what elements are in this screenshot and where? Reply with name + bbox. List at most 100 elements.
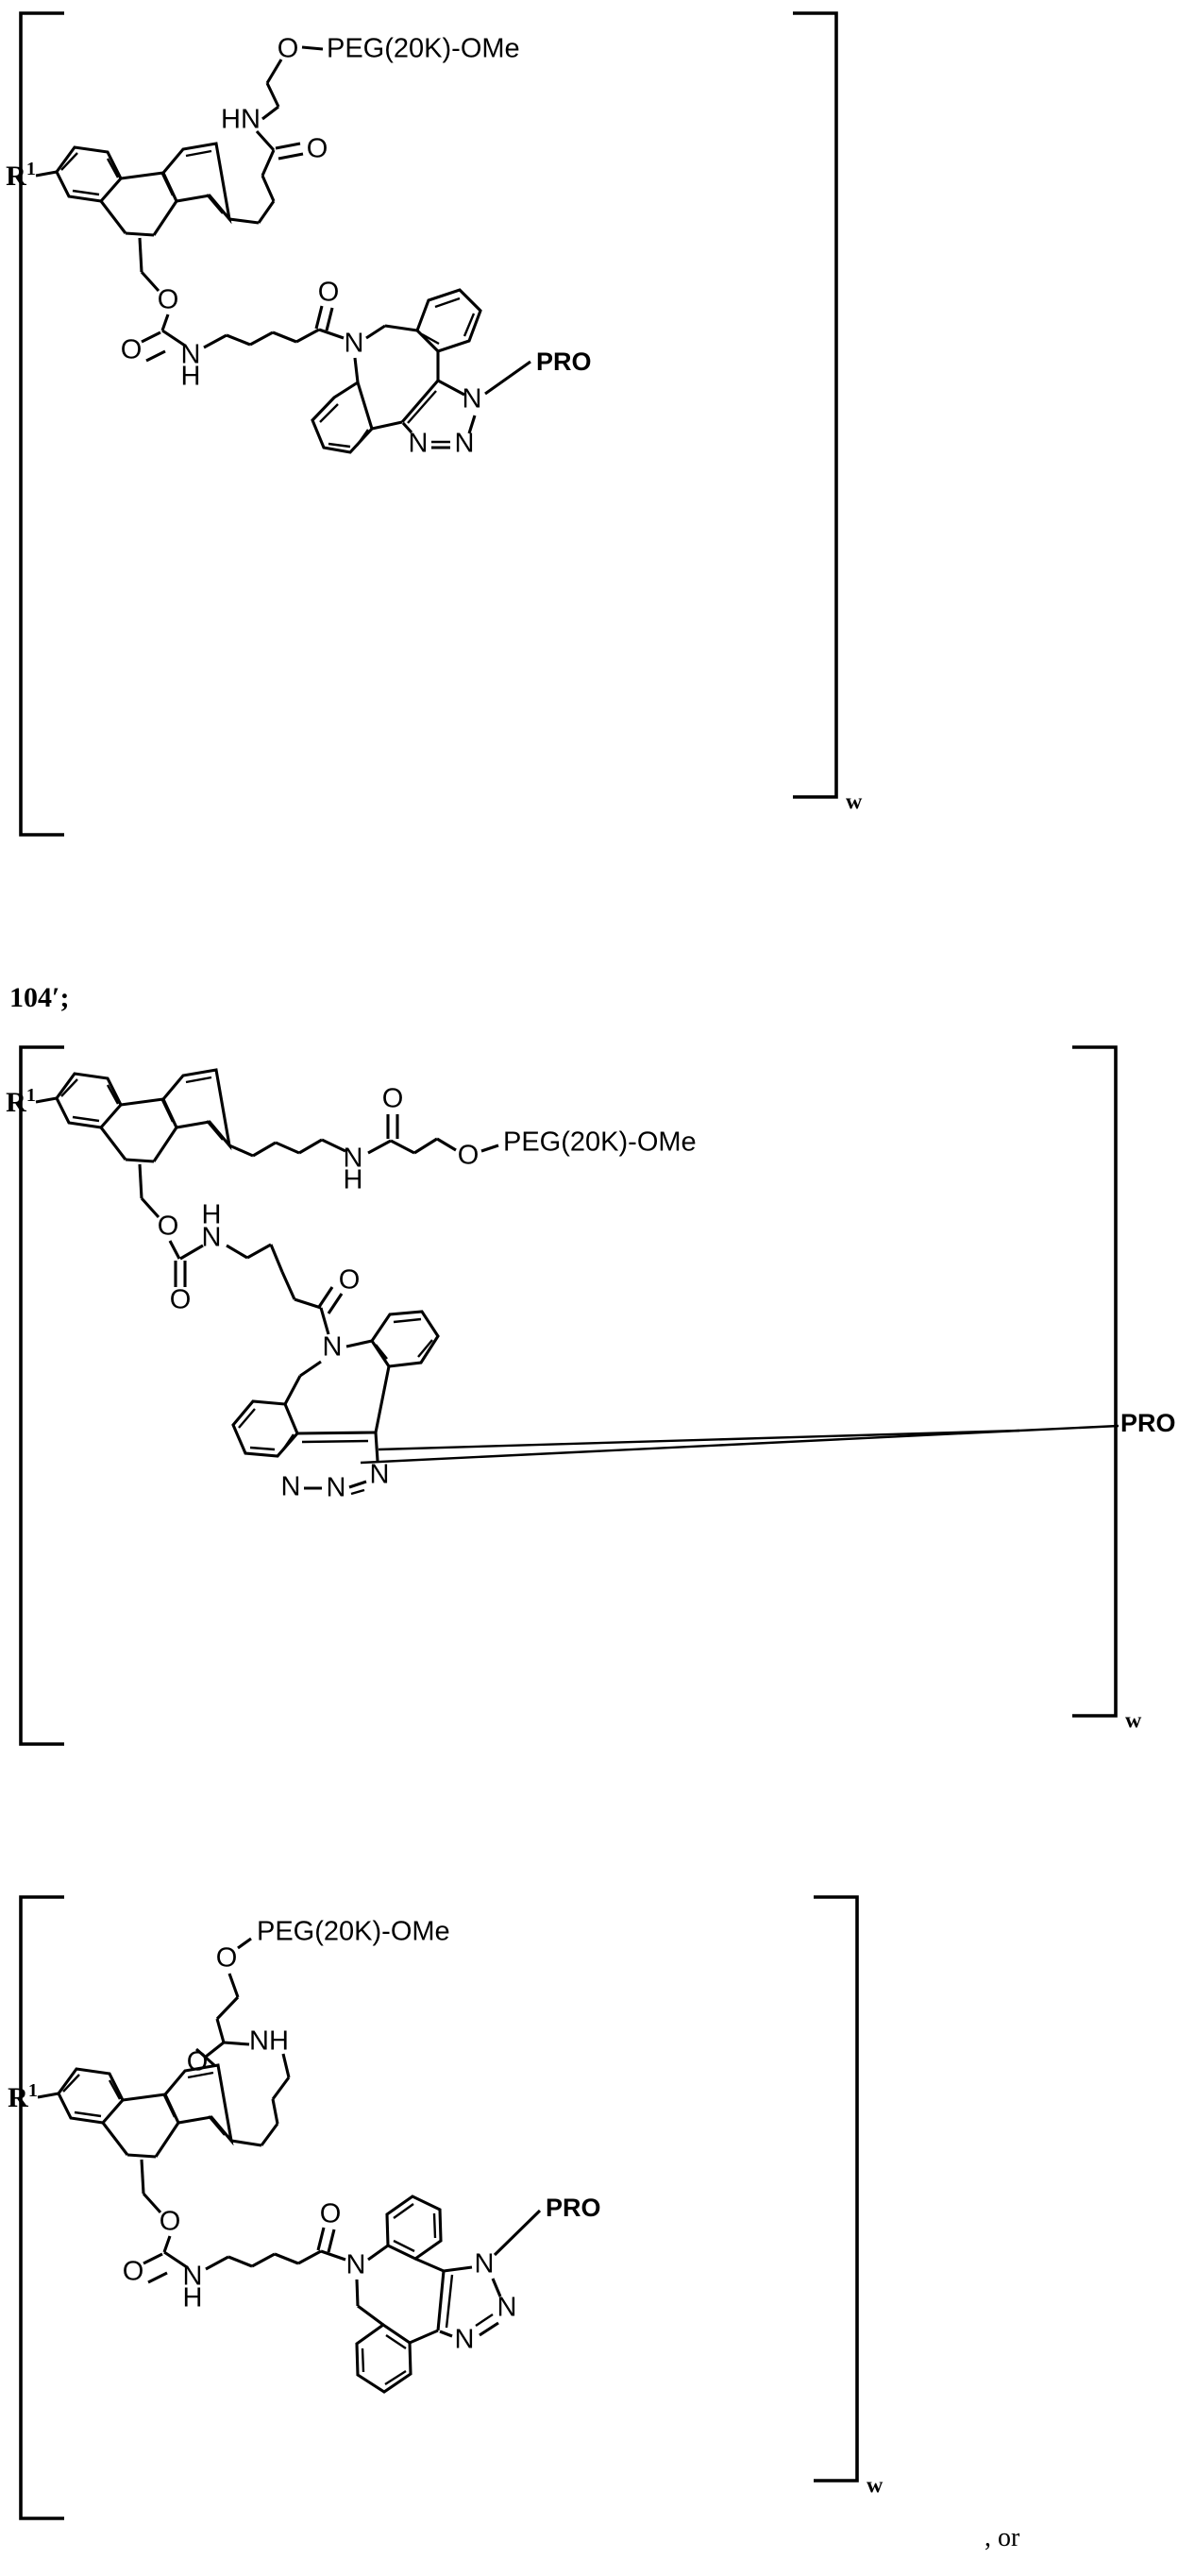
fluorene-right-inner-3 xyxy=(185,149,212,158)
f2-c9 xyxy=(125,1158,155,1163)
b3-prop-2 xyxy=(215,1995,240,2021)
carbamate-oxygen-double: O xyxy=(121,335,143,365)
left-bracket xyxy=(19,11,64,837)
b2-pent-5 xyxy=(294,1297,322,1310)
b2-long-bond-pro-upper xyxy=(378,1429,1020,1451)
carbamate-nitrogen: N xyxy=(181,340,201,370)
bond-c-o-2 xyxy=(278,152,304,161)
bond-r1-2 xyxy=(35,1096,58,1104)
b3-n3-c xyxy=(439,2330,453,2338)
bond-ch2-o2 xyxy=(140,270,160,293)
b2-alkene-right xyxy=(374,1365,391,1433)
d3u-1 xyxy=(393,2203,414,2219)
b3-chain-4 xyxy=(260,2123,279,2146)
d2u-3 xyxy=(375,1344,388,1360)
triazole-n1: N xyxy=(463,384,482,415)
dbco-lower-inner-1 xyxy=(319,403,339,423)
dbco3-lower-benzo xyxy=(355,2323,412,2394)
f3-ri-3 xyxy=(187,2071,214,2079)
f3-fus-top xyxy=(122,2093,166,2102)
b2-n1-n2-inner xyxy=(350,1488,365,1496)
b2-n-ch2 xyxy=(299,1360,322,1378)
amide-hn-label: HN xyxy=(221,105,261,135)
f2-fus-right xyxy=(152,1127,178,1162)
b3-n2-n3 xyxy=(479,2321,499,2337)
b3-pent-3 xyxy=(251,2252,276,2268)
b3-n1-pro xyxy=(493,2209,542,2257)
f3-fus-right xyxy=(154,2122,180,2158)
b2-alkene-c-c xyxy=(296,1431,377,1435)
chemical-structure-1: w O PEG(20K)-OMe HN O xyxy=(0,0,1195,850)
b2-c-n1 xyxy=(374,1432,379,1462)
b3-chain-5 xyxy=(230,2139,262,2147)
triazole-n2: N xyxy=(455,429,475,459)
b3-n1-n2 xyxy=(491,2278,502,2297)
b2-ket-1 xyxy=(317,1286,334,1308)
dbco-upper-inner-1 xyxy=(434,297,461,309)
oxygen-atom-peg: O xyxy=(278,34,299,64)
pro-label-3: PRO xyxy=(546,2194,601,2222)
triazole3-n1: N xyxy=(475,2249,495,2279)
b2-ch2-o xyxy=(140,1196,160,1219)
bond-pentyl-3 xyxy=(249,330,274,347)
carbamate2-nitrogen: N xyxy=(202,1223,222,1253)
structure-1-caption: 104′; xyxy=(9,982,70,1013)
right-bracket xyxy=(793,11,838,799)
peg3-oxygen: O xyxy=(216,1943,238,1974)
b3-c-n xyxy=(163,2250,188,2269)
b2-ch2-ar xyxy=(283,1375,302,1405)
f3-ri-2 xyxy=(162,2094,177,2118)
triazole2-n3: N xyxy=(281,1472,301,1502)
f2-li-3 xyxy=(106,1084,120,1105)
f3-c9 xyxy=(126,2153,157,2159)
bond-triazole-n1-n2 xyxy=(467,415,477,434)
b3-c-n1 xyxy=(443,2265,473,2273)
amide2-nitrogen: N xyxy=(344,1144,363,1174)
bond-peg-ch2-b xyxy=(265,82,280,108)
right-bracket-3 xyxy=(814,1895,859,2483)
d2l-1 xyxy=(238,1408,256,1429)
subscript-w: w xyxy=(846,790,863,815)
carbamate-nh-hydrogen: H xyxy=(181,362,201,392)
d3l-3 xyxy=(385,2334,407,2349)
b3-acyl-n xyxy=(320,2249,346,2262)
chemical-structure-3: w PEG(20K)-OMe O O NH xyxy=(0,1884,1195,2545)
f2-fus-top xyxy=(120,1097,164,1107)
bond-n-carbonyl xyxy=(255,129,276,152)
bond-carbamate-c-n xyxy=(161,329,186,347)
amide2-hydrogen: H xyxy=(344,1165,363,1195)
b2-chain-1 xyxy=(228,1144,254,1158)
bond-dbco-n-ch2 xyxy=(365,324,386,340)
b3-n-ar xyxy=(367,2244,389,2262)
fluorene-left-inner-3 xyxy=(106,158,120,178)
r-group-label-3: R1 xyxy=(8,2080,38,2113)
bond-triazole-c-n1 xyxy=(437,379,465,397)
fluorene-right-inner-2 xyxy=(160,173,175,196)
b3-c-n xyxy=(223,2041,250,2046)
bond-o-carbamate-c xyxy=(160,314,170,331)
carbamate2-nh-hydrogen: H xyxy=(202,1200,222,1230)
f2-li-1 xyxy=(72,1115,100,1123)
b2-pent-4 xyxy=(280,1271,296,1300)
b2-alkene-c-c-inner xyxy=(301,1439,369,1444)
d3u-2 xyxy=(432,2212,437,2239)
b2-o-peg xyxy=(480,1144,499,1153)
triazole2-n2: N xyxy=(327,1473,346,1503)
bond-pentyl-2 xyxy=(226,333,251,347)
ketone2-oxygen: O xyxy=(339,1265,361,1296)
carbamate3-oxygen-double: O xyxy=(123,2257,144,2287)
b2-chain-5 xyxy=(321,1138,346,1153)
b3-co-2 xyxy=(194,2047,216,2067)
b3-ch2-ar xyxy=(357,2304,384,2327)
bond-chain-a3 xyxy=(257,200,276,224)
carbamate3-nitrogen: N xyxy=(183,2262,203,2292)
b3-ar-triazole-c xyxy=(414,2257,445,2273)
carbamate2-oxygen: O xyxy=(158,1212,179,1242)
b3-pent-5 xyxy=(297,2249,322,2265)
r-group-label-1: R1 xyxy=(6,159,36,192)
peg-label-1: PEG(20K)-OMe xyxy=(327,34,520,64)
bond-acyl-n xyxy=(318,328,345,340)
triazole3-n2: N xyxy=(497,2293,517,2323)
amide3-nh: NH xyxy=(249,2026,289,2057)
carbamate-oxygen: O xyxy=(158,285,179,315)
